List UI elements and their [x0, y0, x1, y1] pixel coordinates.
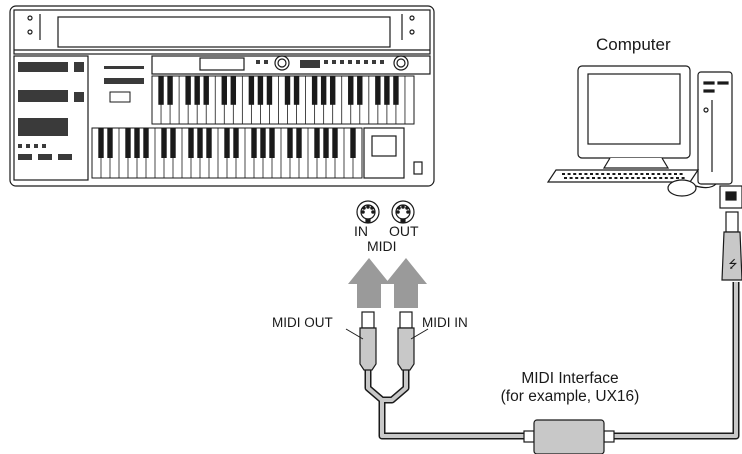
- usb-port: [719, 185, 742, 209]
- computer-label: Computer: [596, 35, 671, 54]
- svg-text:⭍: ⭍: [728, 258, 737, 271]
- midi-interface-example: (for example, UX16): [500, 387, 640, 405]
- midi-out-port: [391, 200, 415, 224]
- midi-interface-label: MIDI Interface (for example, UX16): [470, 370, 670, 406]
- computer-keyboard-keys: [562, 173, 685, 179]
- midi-out-plug: [359, 311, 377, 371]
- midi-interface-box: [523, 419, 615, 454]
- usb-plug: ⭍: [721, 211, 742, 281]
- organ-right-panel: [363, 127, 423, 179]
- leader-midi-in: [410, 328, 429, 340]
- midi-out-port-label: OUT: [389, 223, 419, 239]
- midi-in-port-label: IN: [354, 223, 368, 239]
- computer-illustration: [546, 65, 733, 197]
- leader-midi-out: [345, 328, 364, 340]
- organ-tab-switches: [18, 60, 384, 160]
- cable-midi-in-label: MIDI IN: [422, 315, 468, 330]
- organ-upper-keyboard: [151, 75, 415, 125]
- organ-lower-keyboard: [91, 127, 363, 179]
- midi-cable: [364, 282, 740, 440]
- midi-in-port: [356, 200, 380, 224]
- arrow-up-right: [385, 258, 427, 308]
- cable-midi-out-label: MIDI OUT: [272, 315, 333, 330]
- midi-terminal-label: MIDI: [367, 238, 397, 254]
- arrow-up-left: [348, 258, 390, 308]
- midi-interface-title: MIDI Interface: [521, 370, 619, 387]
- midi-in-plug: [397, 311, 415, 371]
